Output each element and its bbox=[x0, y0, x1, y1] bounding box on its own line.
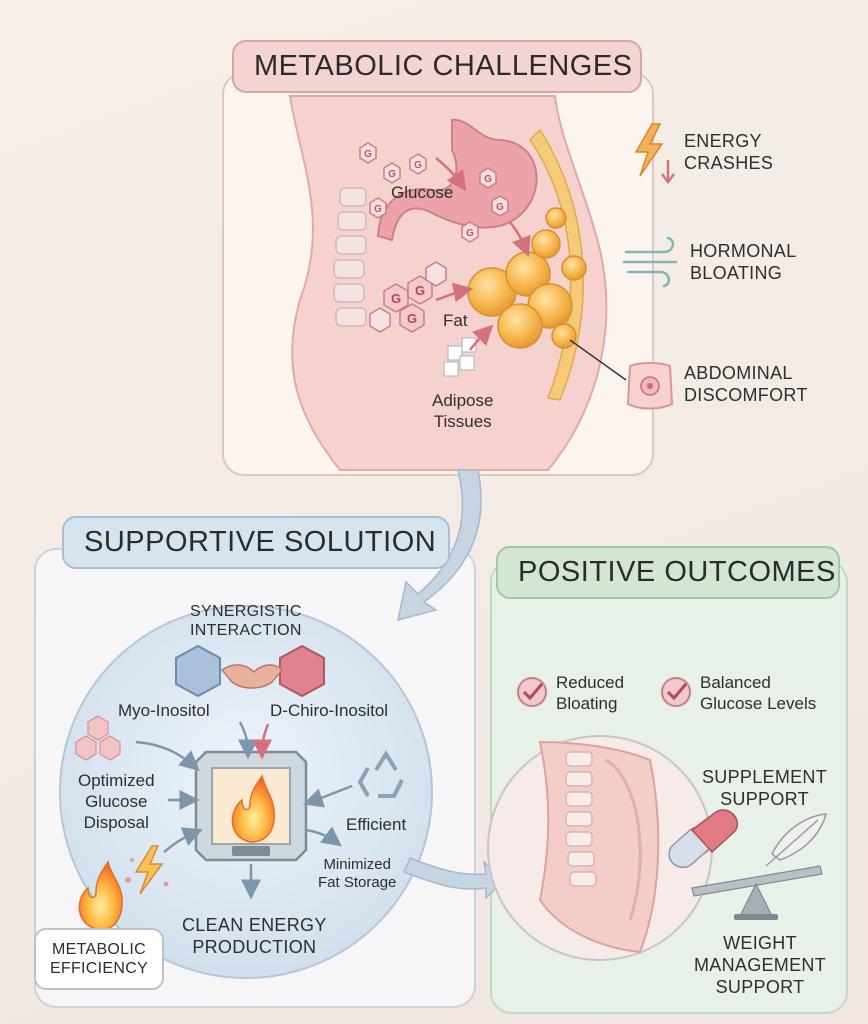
d-chiro-inositol-label: D-Chiro-Inositol bbox=[270, 701, 389, 720]
positive-outcomes-title: POSITIVE OUTCOMES bbox=[496, 546, 840, 599]
svg-text:G: G bbox=[484, 174, 492, 185]
supportive-solution-title: SUPPORTIVE SOLUTION bbox=[62, 516, 450, 569]
fat-cells bbox=[467, 207, 587, 349]
flow-arrow-solution-to-outcomes bbox=[403, 857, 506, 900]
spine-illustration bbox=[333, 187, 367, 327]
myo-inositol-label: Myo-Inositol bbox=[118, 701, 210, 720]
balance-scale-icon bbox=[691, 865, 823, 920]
check-icon-glucose bbox=[661, 677, 691, 707]
metabolic-efficiency-badge: METABOLIC EFFICIENCY bbox=[34, 928, 164, 990]
glucose-label: Glucose bbox=[391, 183, 454, 202]
balanced-glucose-levels-label: Balanced Glucose Levels bbox=[700, 673, 817, 713]
svg-text:G: G bbox=[466, 228, 474, 239]
flow-arrow-challenges-to-solution bbox=[397, 469, 482, 622]
supplement-support-label: SUPPLEMENT SUPPORT bbox=[702, 767, 828, 809]
recycle-icon bbox=[357, 750, 404, 798]
metabolic-challenges-title: METABOLIC CHALLENGES bbox=[232, 40, 642, 93]
metabolic-efficiency-label: METABOLIC EFFICIENCY bbox=[49, 941, 149, 977]
synergistic-interaction-label: SYNERGISTIC INTERACTION bbox=[190, 603, 302, 639]
svg-text:G: G bbox=[391, 291, 401, 306]
lightning-down-icon bbox=[634, 123, 675, 185]
check-icon-bloating bbox=[517, 677, 547, 707]
optimized-glucose-disposal-label: Optimized Glucose Disposal bbox=[78, 771, 155, 832]
minimized-fat-storage-label: Minimized Fat Storage bbox=[318, 856, 397, 891]
svg-text:G: G bbox=[388, 169, 396, 180]
glucose-cluster bbox=[369, 261, 447, 333]
svg-text:G: G bbox=[414, 160, 422, 171]
torso-illustration: G G G G G G G G G G bbox=[288, 95, 627, 471]
metabolic-flame-icon bbox=[78, 860, 123, 931]
molecule-cluster-icon bbox=[75, 715, 121, 761]
wind-icon bbox=[622, 236, 678, 288]
symptom-energy-crashes: ENERGY CRASHES bbox=[684, 131, 774, 173]
handshake-icon bbox=[220, 664, 284, 689]
symptom-abdominal-discomfort: ABDOMINAL DISCOMFORT bbox=[684, 363, 808, 405]
glucose-molecules bbox=[359, 142, 509, 243]
svg-text:G: G bbox=[496, 202, 504, 213]
d-chiro-inositol-hexagon-icon bbox=[279, 644, 325, 698]
capsule-icon bbox=[668, 809, 739, 869]
feather-icon bbox=[765, 813, 828, 867]
adipose-tissues-label: Adipose Tissues bbox=[432, 391, 494, 431]
clean-energy-production-label: CLEAN ENERGY PRODUCTION bbox=[182, 915, 327, 957]
flame-icon bbox=[231, 774, 275, 843]
efficient-label: Efficient bbox=[346, 815, 407, 834]
svg-text:G: G bbox=[407, 311, 417, 326]
reduced-bloating-label: Reduced Bloating bbox=[556, 673, 625, 713]
weight-management-support-label: WEIGHT MANAGEMENT SUPPORT bbox=[694, 933, 827, 997]
symptom-hormonal-bloating: HORMONAL BLOATING bbox=[690, 241, 797, 283]
myo-inositol-hexagon-icon bbox=[175, 644, 221, 698]
fat-label: Fat bbox=[443, 311, 468, 330]
svg-text:G: G bbox=[364, 149, 372, 160]
abdomen-icon bbox=[626, 362, 674, 410]
energy-lightning-icon bbox=[125, 845, 169, 895]
svg-text:G: G bbox=[415, 283, 425, 298]
svg-text:G: G bbox=[374, 204, 382, 215]
healthy-torso-illustration bbox=[538, 740, 660, 954]
